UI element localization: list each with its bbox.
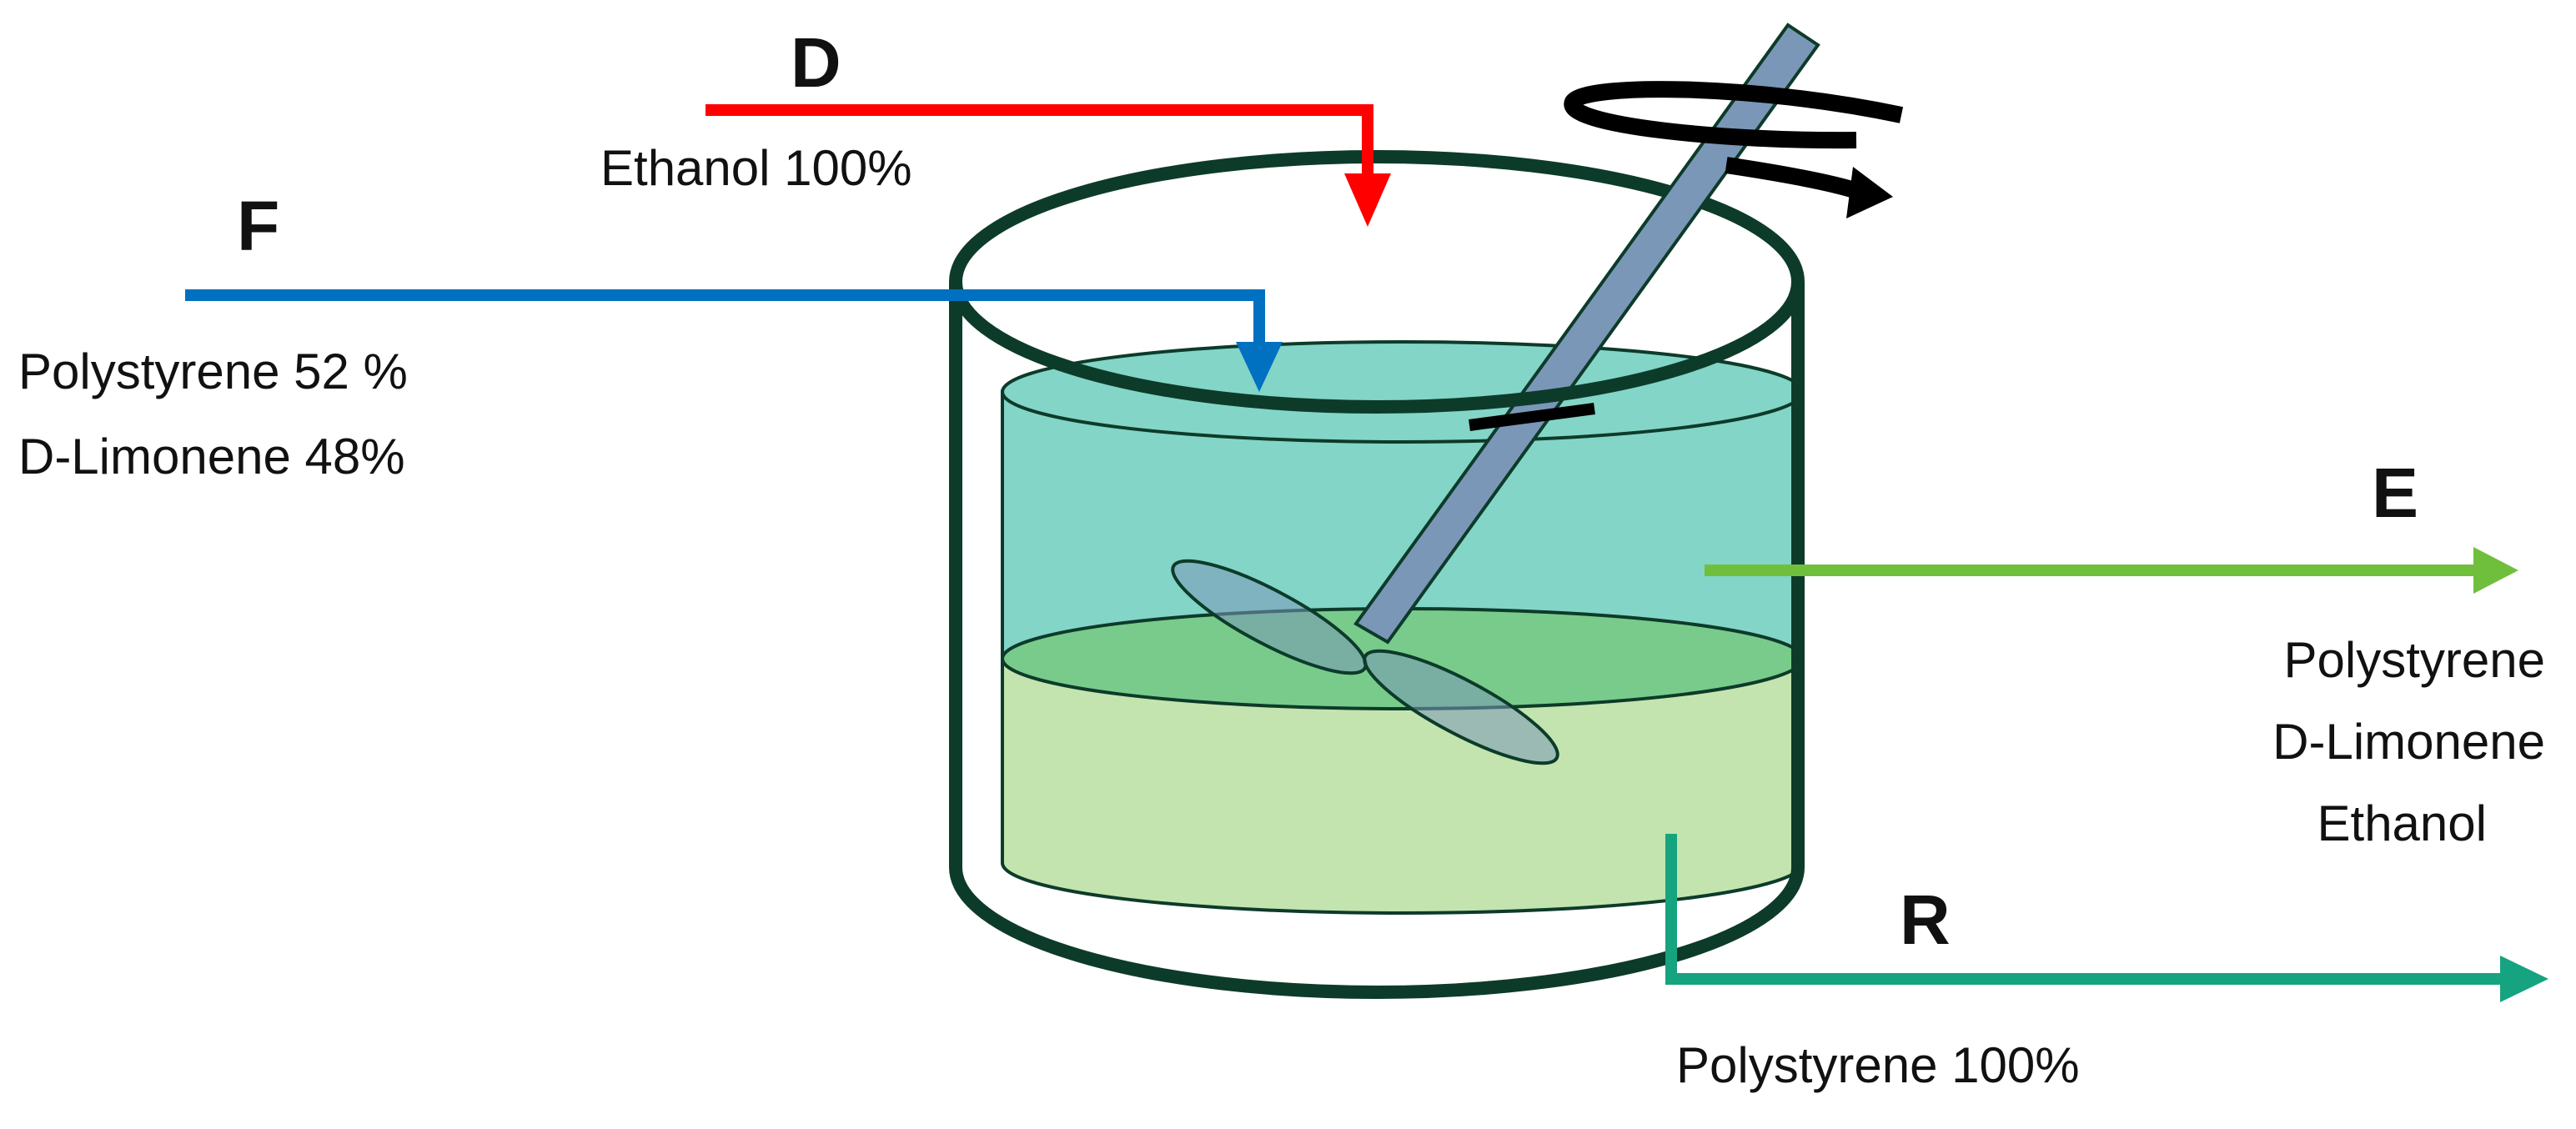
- stirrer-paddle-right: [1363, 649, 1559, 765]
- rotation-arrow-icon: [1564, 81, 1904, 218]
- stream-raffinate: R Polystyrene 100%: [1665, 834, 2548, 1093]
- extract-letter: E: [2372, 454, 2418, 532]
- stream-extract: E Polystyrene D-Limonene Ethanol: [1705, 454, 2545, 851]
- feed-composition-1: Polystyrene 52 %: [18, 344, 408, 399]
- inner-container: [1001, 340, 1805, 915]
- solvent-arrowhead: [1344, 173, 1391, 227]
- feed-composition-2: D-Limonene 48%: [18, 429, 405, 484]
- solvent-letter: D: [791, 23, 841, 102]
- vessel-back-rim: [949, 150, 1805, 283]
- raffinate-composition: Polystyrene 100%: [1676, 1037, 2080, 1093]
- upper-liquid-surface: [1001, 340, 1805, 444]
- stream-solvent: D Ethanol 100%: [600, 23, 1391, 227]
- raffinate-letter: R: [1900, 881, 1951, 959]
- vessel-bottom: [949, 866, 1805, 999]
- solvent-arrow: [706, 104, 1373, 175]
- extract-arrowhead: [2473, 547, 2518, 594]
- stream-feed: F Polystyrene 52 % D-Limonene 48%: [18, 187, 1283, 484]
- feed-arrowhead: [1236, 342, 1283, 392]
- raffinate-arrow: [1665, 834, 2502, 985]
- raffinate-arrowhead: [2500, 956, 2548, 1002]
- stirrer-seal: [1469, 403, 1595, 431]
- lower-liquid: [1001, 657, 1805, 915]
- extract-composition-3: Ethanol: [2317, 795, 2488, 851]
- vessel-front-rim: [949, 281, 1805, 414]
- feed-letter: F: [237, 187, 279, 265]
- extract-composition-2: D-Limonene: [2272, 714, 2545, 770]
- stirrer-paddle-left: [1171, 559, 1368, 675]
- feed-arrow: [185, 289, 1265, 344]
- solvent-composition: Ethanol 100%: [600, 140, 912, 196]
- extract-composition-1: Polystyrene: [2284, 632, 2545, 688]
